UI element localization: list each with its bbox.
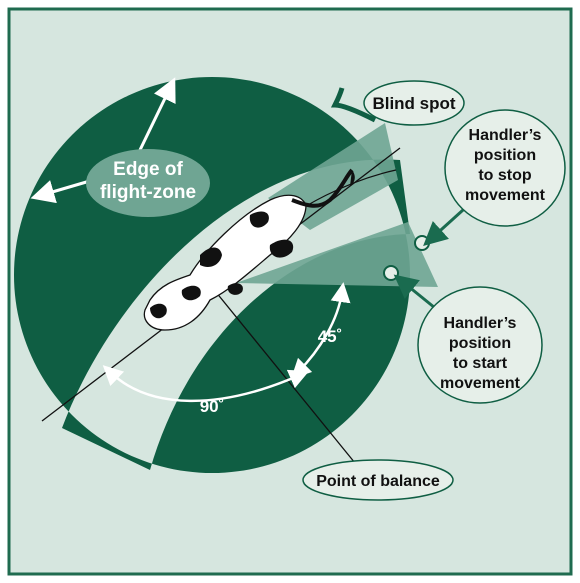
angle-45-arc bbox=[290, 282, 351, 380]
blind-spot-label: Blind spot bbox=[372, 94, 455, 113]
edge-bubble bbox=[86, 149, 210, 217]
stop-pointer bbox=[423, 208, 465, 247]
handler-start-marker bbox=[383, 265, 399, 281]
angle-45-label: 45˚ bbox=[318, 327, 343, 346]
start-label-line1: Handler’s bbox=[444, 315, 517, 332]
edge-arrow-up bbox=[138, 77, 176, 151]
angle-90-label: 90˚ bbox=[200, 397, 225, 416]
start-label-line3: to start bbox=[453, 355, 508, 372]
blind-spot-bubble bbox=[363, 80, 465, 126]
edge-label-line1: Edge of bbox=[113, 159, 183, 180]
angle-90-arc bbox=[102, 365, 310, 403]
stop-label-line4: movement bbox=[465, 187, 546, 204]
edge-label-line2: flight-zone bbox=[100, 182, 196, 203]
stop-bubble bbox=[444, 109, 566, 227]
stop-label-line1: Handler’s bbox=[469, 127, 542, 144]
balance-bubble bbox=[302, 459, 454, 501]
stop-label-line2: position bbox=[474, 147, 536, 164]
start-label-line2: position bbox=[449, 335, 511, 352]
handler-stop-marker bbox=[414, 235, 430, 251]
start-bubble bbox=[417, 286, 543, 404]
point-of-balance-label: Point of balance bbox=[316, 473, 440, 490]
stop-label-line3: to stop bbox=[478, 167, 532, 184]
blind-spot-bracket bbox=[330, 87, 377, 123]
start-label-line4: movement bbox=[440, 375, 521, 392]
cow-topview-icon bbox=[143, 168, 355, 331]
